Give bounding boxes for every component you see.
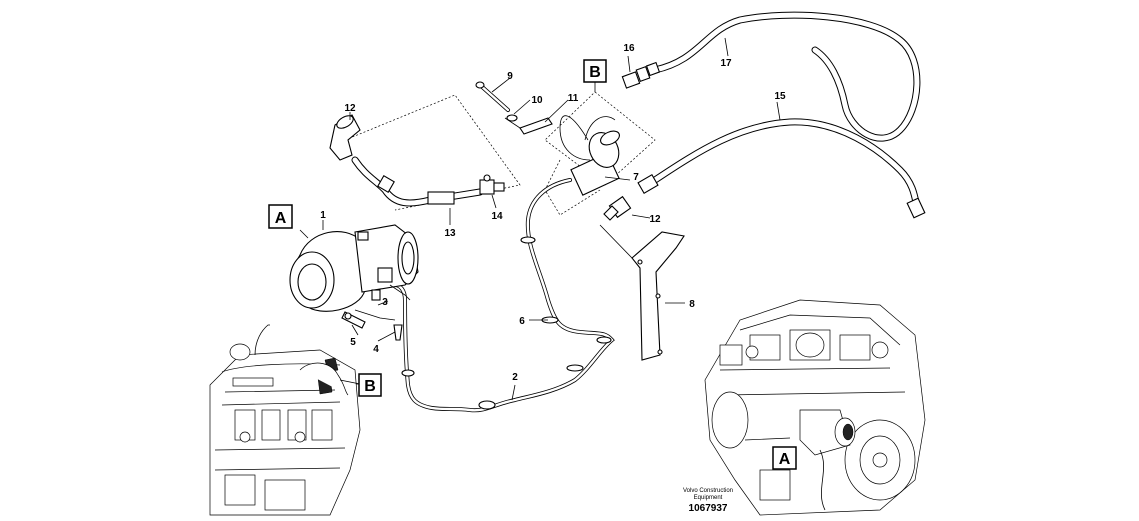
svg-text:B: B — [589, 64, 601, 81]
callout-4: 4 — [373, 344, 379, 355]
label-b-left-engine: B — [358, 373, 382, 397]
callout-7: 7 — [633, 172, 639, 183]
bracket-8 — [599, 224, 685, 361]
part-5 — [341, 311, 366, 329]
svg-text:A: A — [779, 451, 791, 468]
credit-line-1: Volvo Construction — [683, 488, 733, 494]
callout-14: 14 — [491, 211, 503, 222]
callout-15: 15 — [774, 91, 786, 102]
callout-16: 16 — [623, 43, 635, 54]
hose-15 — [637, 118, 926, 219]
bolt-9 — [475, 81, 510, 112]
washer-10 — [504, 114, 521, 129]
callout-numbers: 1 2 3 4 5 6 7 8 9 10 11 12 12 13 14 15 1… — [320, 43, 786, 383]
callout-3: 3 — [382, 297, 388, 308]
callout-2: 2 — [512, 372, 518, 383]
callout-6: 6 — [519, 316, 525, 327]
part-3 — [371, 289, 381, 301]
callout-10: 10 — [531, 95, 543, 106]
engine-left-illustration — [209, 324, 361, 516]
clip-11 — [519, 117, 553, 135]
unit-1 — [289, 224, 419, 321]
document-number: 1067937 — [689, 503, 728, 514]
callout-13: 13 — [444, 228, 456, 239]
svg-text:A: A — [275, 210, 287, 227]
callout-1: 1 — [320, 210, 326, 221]
callout-12-right: 12 — [649, 214, 661, 225]
label-b-top: B — [583, 59, 607, 83]
callout-12-left: 12 — [344, 103, 356, 114]
label-a-top: A — [268, 204, 293, 229]
credit-line-2: Equipment — [694, 495, 723, 501]
callout-5: 5 — [350, 337, 356, 348]
svg-text:B: B — [364, 378, 376, 395]
leader-lines — [299, 37, 807, 459]
valve-block-7 — [544, 91, 656, 216]
hose-13 — [344, 94, 521, 211]
hose-17 — [651, 11, 921, 142]
fitting-14 — [479, 174, 505, 195]
part-4 — [393, 324, 403, 341]
callout-8: 8 — [689, 299, 695, 310]
callout-9: 9 — [507, 71, 513, 82]
engine-right-illustration — [704, 299, 926, 516]
callout-11: 11 — [568, 93, 579, 104]
elbow-12-right — [603, 195, 632, 221]
footer-credit: Volvo Construction Equipment 1067937 — [683, 488, 733, 514]
pipe-2 — [393, 178, 615, 413]
elbow-12-left — [329, 114, 361, 161]
label-a-right-engine: A — [772, 446, 797, 470]
callout-17: 17 — [720, 58, 732, 69]
fitting-16 — [621, 61, 661, 89]
